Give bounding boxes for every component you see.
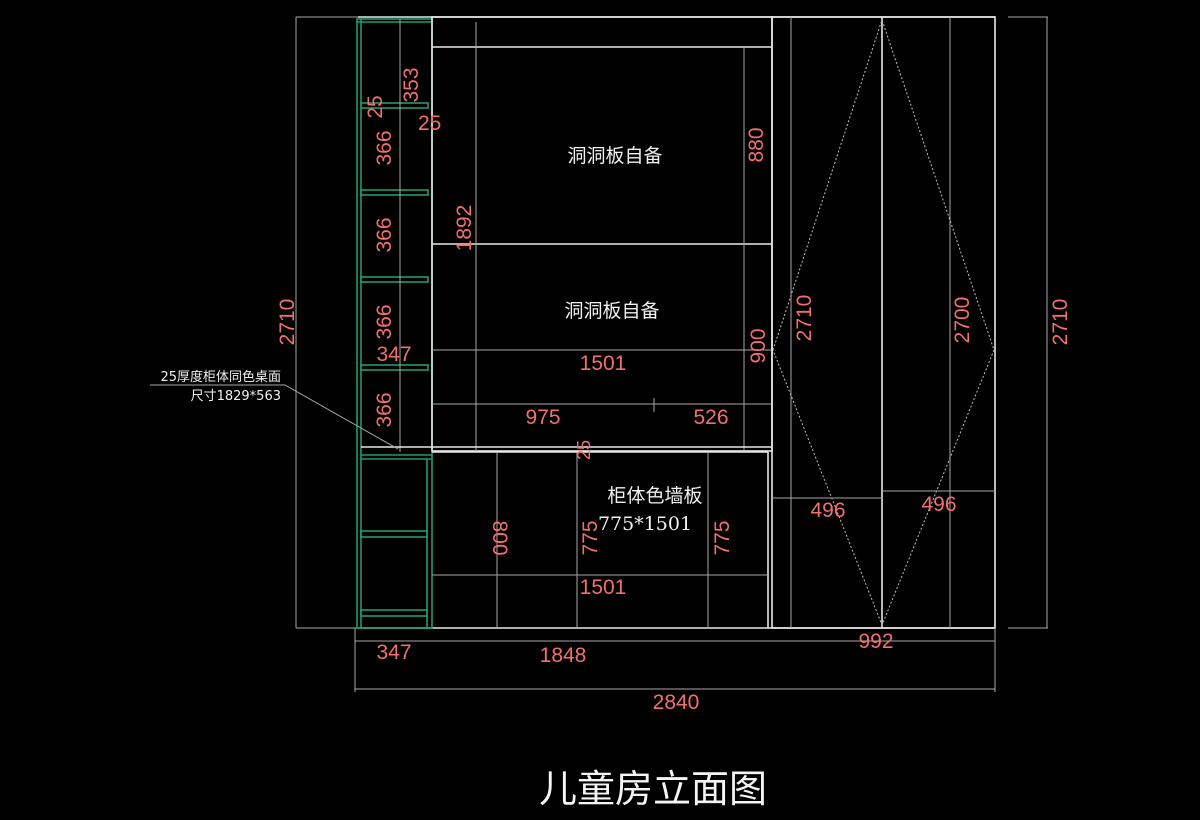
label-wall-panel-size: 775*1501	[598, 513, 692, 535]
dim-desk-left: 975	[525, 406, 560, 429]
desk-zone-frame	[431, 16, 773, 452]
dim-shelf-3: 366	[373, 304, 396, 339]
dim-bottom-middle: 1848	[540, 644, 587, 667]
dim-lower-panel: 800	[488, 520, 511, 555]
dim-left-total-height: 2710	[276, 299, 299, 346]
dim-door-right: 496	[921, 493, 956, 516]
dim-bottom-shelf: 347	[376, 641, 411, 664]
dim-pegboard-upper: 880	[745, 127, 768, 162]
dim-shelf-thickness-v: 25	[364, 95, 387, 118]
dim-shelf-4: 366	[373, 392, 396, 427]
dim-shelf-2: 366	[373, 217, 396, 252]
dim-wall-panel-right: 775	[711, 520, 734, 555]
dim-door-left: 496	[810, 499, 845, 522]
dim-shelf-1: 366	[373, 130, 396, 165]
dim-overall-width: 2840	[653, 691, 700, 714]
label-pegboard-upper: 洞洞板自备	[567, 145, 662, 167]
dim-shelf-thickness-h: 25	[418, 112, 441, 135]
wardrobe	[771, 16, 996, 642]
desk-note-line1: 25厚度柜体同色桌面	[160, 369, 281, 385]
label-pegboard-lower: 洞洞板自备	[564, 300, 659, 322]
dim-desk-thickness: 25	[574, 440, 594, 460]
door-swing-indicator	[772, 18, 995, 627]
dim-pegboard-lower: 900	[747, 328, 770, 363]
label-wall-panel-name: 柜体色墙板	[607, 485, 702, 507]
dim-right-total-height: 2710	[1049, 299, 1072, 346]
dim-wall-panel-width: 1501	[580, 576, 627, 599]
dim-wardrobe-width: 992	[858, 630, 893, 653]
drawing-title: 儿童房立面图	[539, 767, 767, 811]
desk-note-leader	[150, 384, 399, 450]
desk-note-line2: 尺寸1829*563	[191, 389, 281, 404]
dim-pegboard-zone: 1892	[453, 205, 476, 252]
dim-desk-right: 526	[693, 406, 728, 429]
dim-shelf-top: 353	[400, 67, 423, 102]
dim-wall-panel-left: 775	[579, 520, 602, 555]
dim-desk-width: 1501	[580, 352, 627, 375]
dim-shelf-depth: 347	[376, 343, 411, 366]
dim-wardrobe-door-height: 2700	[951, 297, 974, 344]
dim-wardrobe-height: 2710	[793, 295, 816, 342]
